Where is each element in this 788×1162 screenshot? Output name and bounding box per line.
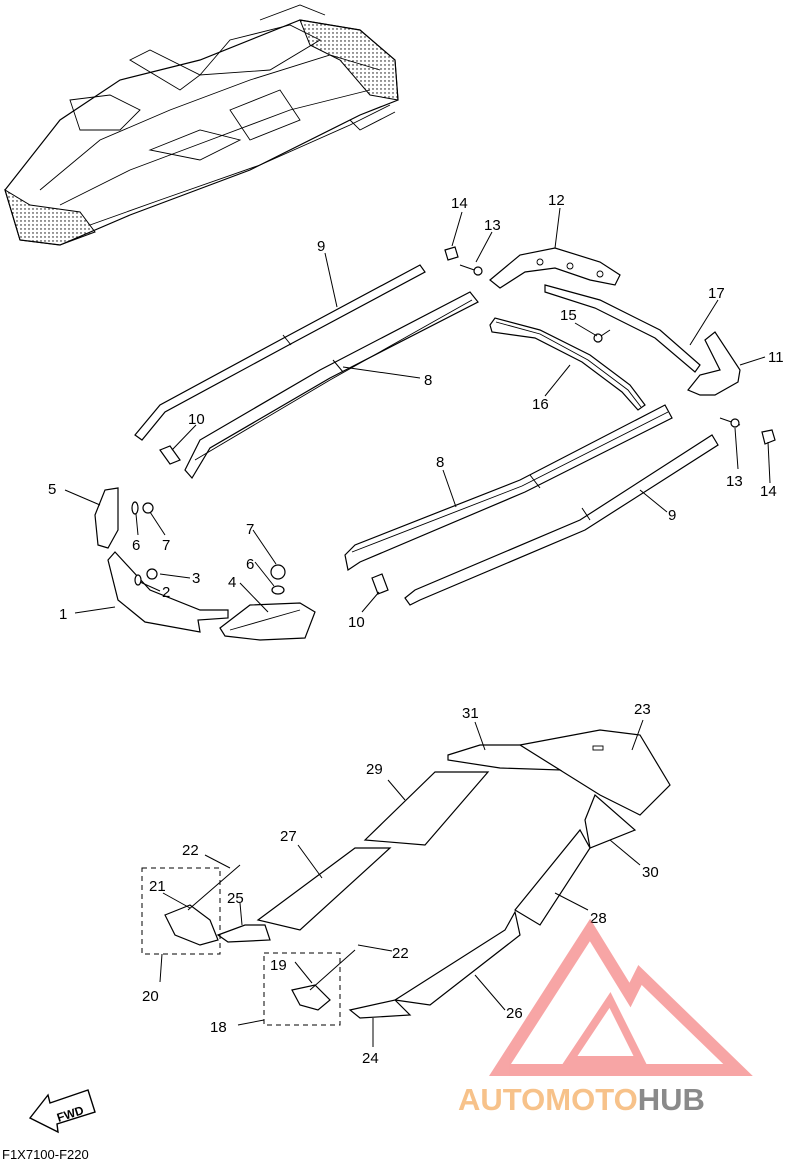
callout-13: 13 [484,217,501,234]
front-bumper-group [94,487,316,641]
watercraft-illustration [4,4,399,246]
callout-22: 22 [392,945,409,962]
callout-6: 6 [132,537,140,554]
callout-16: 16 [532,396,549,413]
callout-29: 29 [366,761,383,778]
callout-14: 14 [451,195,468,212]
callout-labels: 9 14 13 12 17 15 11 8 16 10 13 14 8 9 5 … [48,192,784,1067]
callout-31: 31 [462,705,479,722]
callout-18: 18 [210,1019,227,1036]
watermark-text: AUTOMOTOHUB [458,1082,705,1117]
callout-15: 15 [560,307,577,324]
callout-26: 26 [506,1005,523,1022]
callout-30: 30 [642,864,659,881]
callout-1: 1 [59,606,67,623]
callout-6: 6 [246,556,254,573]
callout-21: 21 [149,878,166,895]
leader-lines [64,207,771,1047]
upper-left-rails [134,246,776,480]
callout-9: 9 [317,238,325,255]
callout-7: 7 [246,521,254,538]
callout-10: 10 [188,411,205,428]
callout-17: 17 [708,285,725,302]
callout-8: 8 [436,454,444,471]
watermark-logo: AUTOMOTOHUB [458,918,753,1117]
callout-28: 28 [590,910,607,927]
watermark-mountain-icon [489,918,753,1076]
callout-7: 7 [162,537,170,554]
callout-22: 22 [182,842,199,859]
diagram-code: F1X7100-F220 [2,1147,89,1162]
callout-2: 2 [162,584,170,601]
callout-25: 25 [227,890,244,907]
callout-20: 20 [142,988,159,1005]
callout-5: 5 [48,481,56,498]
callout-9: 9 [668,507,676,524]
mat-group [141,729,671,1026]
callout-14: 14 [760,483,777,500]
callout-13: 13 [726,473,743,490]
callout-3: 3 [192,570,200,587]
lower-right-rails [344,404,719,606]
callout-8: 8 [424,372,432,389]
callout-4: 4 [228,574,236,591]
callout-23: 23 [634,701,651,718]
callout-12: 12 [548,192,565,209]
callout-10: 10 [348,614,365,631]
callout-11: 11 [768,349,784,366]
fwd-arrow: FWD [28,1089,96,1134]
callout-27: 27 [280,828,297,845]
callout-19: 19 [270,957,287,974]
callout-24: 24 [362,1050,379,1067]
